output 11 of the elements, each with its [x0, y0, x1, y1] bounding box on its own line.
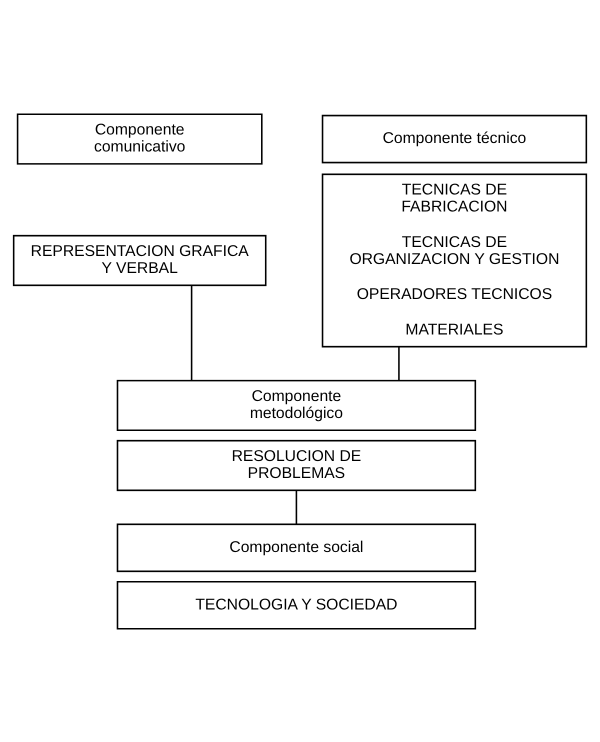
node-box: Componente comunicativo: [16, 112, 263, 164]
node-box: Componente social: [116, 523, 476, 572]
node-box: Componente metodológico: [116, 379, 476, 431]
connector: [398, 346, 400, 380]
node-box: REPRESENTACION GRAFICA Y VERBAL: [12, 234, 266, 286]
node-box: TECNOLOGIA Y SOCIEDAD: [116, 580, 476, 630]
node-box: RESOLUCION DE PROBLEMAS: [116, 439, 476, 491]
connector: [190, 284, 192, 380]
node-box: Componente técnico: [322, 114, 588, 163]
connector: [296, 490, 298, 524]
node-box: TECNICAS DE FABRICACION TECNICAS DE ORGANIZACION Y GESTION OPERADORES TECNICOS MATERIALES: [322, 173, 588, 347]
